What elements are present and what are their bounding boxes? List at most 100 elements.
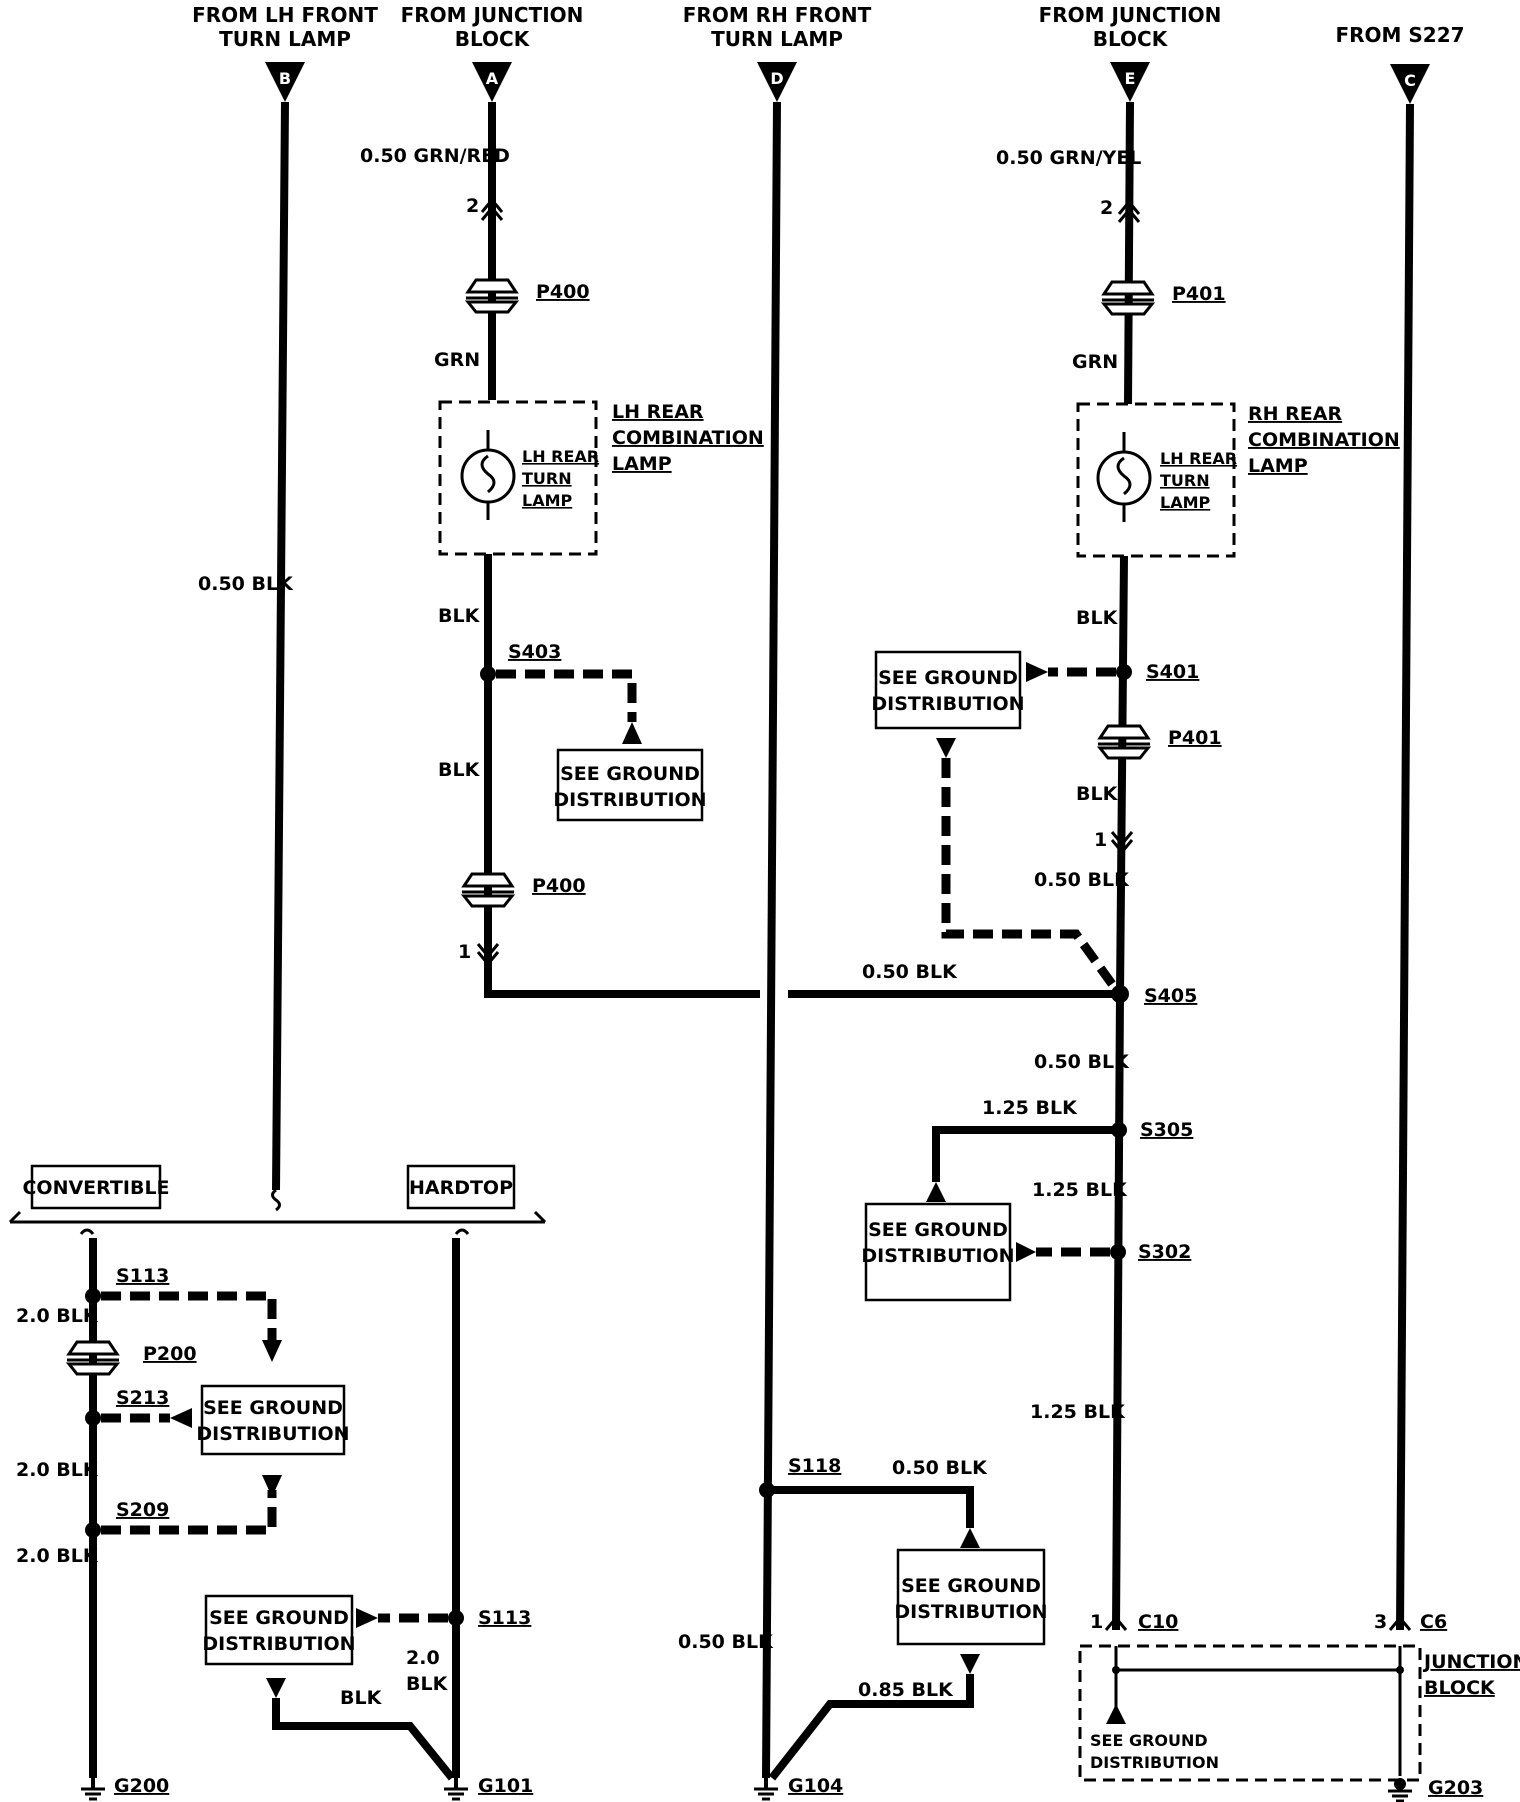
splice-s213-dot (85, 1410, 101, 1426)
arrow-up-icon (1106, 1704, 1126, 1724)
splice-s305-label: S305 (1140, 1119, 1193, 1141)
header-b-line2: TURN LAMP (219, 27, 351, 51)
header-a-line2: BLOCK (455, 27, 531, 51)
header-d-line1: FROM RH FRONT (683, 3, 872, 27)
splice-s213-label: S213 (116, 1387, 169, 1409)
circuit-c: 3 C6 (1374, 103, 1447, 1633)
ground-g104-icon (752, 1776, 780, 1801)
circuit-d: S118 0.50 BLK SEE GROUND DISTRIBUTION 0.… (678, 101, 1048, 1801)
header-b-line1: FROM LH FRONT (192, 3, 378, 27)
dash-s113-ground (101, 1291, 277, 1340)
splice-s113-conv-label: S113 (116, 1265, 169, 1287)
dash-ground-to-s405 (941, 758, 1116, 987)
wire-break-icon (271, 1188, 281, 1212)
wire-e-grn-label: GRN (1072, 351, 1118, 373)
bulb-rh-icon (1096, 450, 1152, 506)
see-ground-s118-line2: DISTRIBUTION (894, 1601, 1047, 1623)
ground-g101-icon (442, 1776, 470, 1801)
terminal-b-label: B (279, 69, 291, 88)
pin-e-2-label: 2 (1100, 197, 1113, 219)
wire-g104-branch (768, 1674, 974, 1781)
wire-above-c10-label: 1.25 BLK (1030, 1401, 1126, 1423)
hard-wire-break-icon (454, 1228, 470, 1235)
pin-e-2-icon (1117, 199, 1141, 223)
arrow-down-icon (262, 1475, 282, 1497)
wire-e-top-label: 0.50 GRN/YEL (996, 147, 1141, 169)
splice-s302-dot (1110, 1244, 1126, 1260)
see-ground-conv-line1: SEE GROUND (203, 1397, 343, 1419)
wire-s405-left-label: 0.50 BLK (862, 961, 958, 983)
header-a-line1: FROM JUNCTION (401, 3, 584, 27)
terminal-d-label: D (770, 69, 783, 88)
bulb-lh-filament-icon (480, 454, 496, 494)
wire-s118-label: 0.50 BLK (892, 1457, 988, 1479)
see-ground-s305-line1: SEE GROUND (868, 1219, 1008, 1241)
ground-g203-icon (1386, 1778, 1414, 1802)
rh-turn-lamp-line3: LAMP (1160, 493, 1211, 512)
connector-p401-bottom-label: P401 (1168, 727, 1222, 749)
arrow-up-icon (262, 1340, 282, 1362)
lh-turn-lamp-line3: LAMP (522, 491, 573, 510)
arrow-down-icon (936, 738, 956, 758)
splice-s118-label: S118 (788, 1455, 841, 1477)
wire-conv-2-label: 2.0 BLK (16, 1459, 99, 1481)
connector-p400-bottom-label: P400 (532, 875, 586, 897)
connector-c10-label: C10 (1138, 1611, 1178, 1633)
lh-combo-line2: COMBINATION (612, 427, 764, 449)
junction-block-line2: BLOCK (1424, 1677, 1496, 1699)
pin-a-2-icon (480, 197, 504, 221)
lh-turn-lamp-line2: TURN (522, 469, 572, 488)
arrow-down-icon (266, 1678, 286, 1698)
see-ground-box-conv (200, 1384, 346, 1456)
jb-see-ground-line1: SEE GROUND (1090, 1731, 1208, 1750)
wire-d-bottom-label: 0.50 BLK (678, 1631, 774, 1653)
wire-e-mid (1116, 555, 1128, 995)
wire-b-main (272, 101, 289, 1191)
splice-s401-label: S401 (1146, 661, 1199, 683)
arrow-right-icon (356, 1608, 378, 1628)
convertible-branch: S113 2.0 BLK P200 S213 2.0 BLK S209 2.0 … (16, 1228, 350, 1801)
splice-s209-dot (85, 1522, 101, 1538)
wire-e-bottom (1112, 993, 1124, 1631)
splice-s113-hard-label: S113 (478, 1607, 531, 1629)
wire-s305-s302-label: 1.25 BLK (1032, 1179, 1128, 1201)
terminal-c-icon (1390, 64, 1430, 104)
arrow-left-icon (170, 1408, 192, 1428)
rh-combo-line1: RH REAR (1248, 403, 1342, 425)
rh-turn-lamp-line2: TURN (1160, 471, 1210, 490)
wire-s305-left-label: 1.25 BLK (982, 1097, 1078, 1119)
ground-g104-label: G104 (788, 1775, 843, 1797)
jb-see-ground-line2: DISTRIBUTION (1090, 1753, 1219, 1772)
rh-combo-line2: COMBINATION (1248, 429, 1400, 451)
pin-e-1-icon (1110, 831, 1134, 855)
arrow-down-icon (960, 1654, 980, 1674)
see-ground-box-hard (204, 1594, 354, 1666)
terminal-b-icon (265, 62, 305, 102)
ground-g101-label: G101 (478, 1775, 533, 1797)
pin-e-1-label: 1 (1094, 829, 1107, 851)
junction-block-line1: JUNCTION (1422, 1651, 1520, 1673)
junction-block: JUNCTION BLOCK SEE GROUND DISTRIBUTION G… (1078, 1644, 1520, 1802)
pin-c10-1-label: 1 (1090, 1611, 1103, 1633)
wire-s401-p401-label: 0.50 BLK (1034, 869, 1130, 891)
see-ground-hard-line2: DISTRIBUTION (202, 1633, 355, 1655)
lh-combo-line3: LAMP (612, 453, 672, 475)
option-bracket-ends (8, 1210, 547, 1224)
circuit-a: 0.50 GRN/RED 2 P400 GRN LH REAR COMBINAT… (360, 102, 1120, 998)
bulb-rh-filament-icon (1116, 456, 1132, 496)
header-d-line2: TURN LAMP (711, 27, 843, 51)
header-e: FROM JUNCTION BLOCK E (1039, 3, 1222, 102)
wire-below-s405-label: 0.50 BLK (1034, 1051, 1130, 1073)
connector-p200-label: P200 (143, 1343, 197, 1365)
wire-a-blk2-label: BLK (438, 759, 481, 781)
pin-a-1-label: 1 (458, 941, 471, 963)
ground-g203-label: G203 (1428, 1777, 1483, 1799)
header-e-line1: FROM JUNCTION (1039, 3, 1222, 27)
see-ground-conv-line2: DISTRIBUTION (196, 1423, 349, 1445)
rh-combo-line3: LAMP (1248, 455, 1308, 477)
lh-combo-line1: LH REAR (612, 401, 704, 423)
arrow-up-icon (622, 722, 642, 744)
wire-e-blk2-label: BLK (1076, 783, 1119, 805)
pin-c10-icon (1104, 1615, 1128, 1631)
